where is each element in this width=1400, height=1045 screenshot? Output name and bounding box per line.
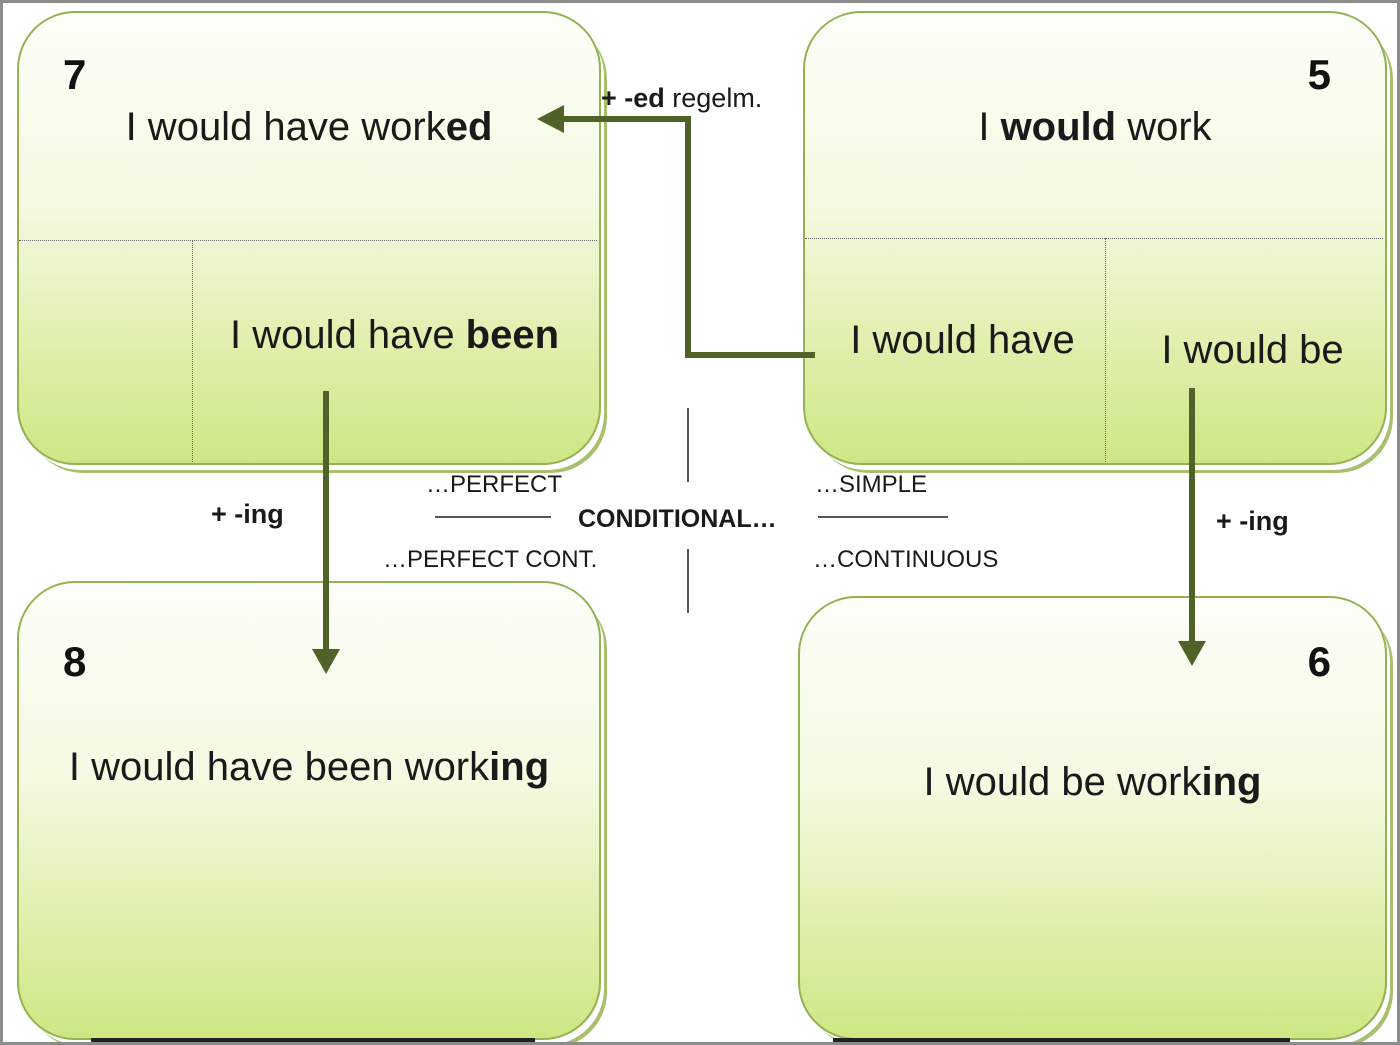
phrase-part-bold: ed: [445, 105, 493, 149]
label-conditional: CONDITIONAL…: [578, 505, 777, 533]
ed-arrow-segment-vertical: [685, 116, 691, 358]
phrase-i-would-work: I would work: [805, 105, 1385, 150]
label-perfect: …PERFECT: [426, 471, 563, 498]
divider-vertical: [1105, 238, 1106, 462]
axis-vertical-bottom: [687, 549, 689, 613]
label-part-bold: + -ed: [601, 83, 665, 113]
axis-horizontal-right: [818, 516, 948, 518]
label-perfect-continuous: …PERFECT CONT.: [383, 546, 598, 573]
box-number-5: 5: [1307, 51, 1331, 98]
phrase-part: I would be work: [923, 760, 1202, 804]
ing-right-arrow-segment: [1189, 388, 1195, 643]
ing-left-arrow-segment: [323, 391, 329, 651]
box-number-7: 7: [63, 51, 87, 98]
phrase-i-would-have-worked: I would have worked: [19, 105, 599, 150]
phrase-i-would-be: I would be: [1161, 328, 1344, 372]
ed-arrow-label: + -ed regelm.: [601, 83, 762, 114]
box-number-6: 6: [1307, 638, 1331, 685]
phrase-part: I would have work: [125, 105, 446, 149]
ed-arrowhead-left-icon: [537, 105, 564, 133]
box-conditional-simple: 5 I would work I would have I would be: [803, 11, 1387, 465]
ed-arrow-segment-upper: [563, 116, 691, 122]
phrase-part: I would have: [229, 313, 466, 357]
phrase-part-bold: ing: [489, 745, 550, 789]
phrase-part-bold: ing: [1201, 760, 1262, 804]
divider-vertical: [192, 240, 193, 462]
phrase-part: I: [978, 105, 1001, 149]
phrase-i-would-have-been: I would have been: [192, 313, 597, 358]
phrase-part-bold: been: [465, 313, 560, 357]
box-conditional-perfect-continuous: 8 I would have been working: [17, 581, 601, 1040]
phrase-i-would-have: I would have: [850, 318, 1075, 362]
axis-vertical-top: [687, 408, 689, 482]
bottom-edge-mark-right: [833, 1038, 1290, 1042]
label-continuous: …CONTINUOUS: [813, 546, 999, 573]
ing-left-arrow-label: + -ing: [211, 499, 284, 529]
bottom-edge-mark-left: [91, 1038, 535, 1042]
label-part: regelm.: [664, 83, 763, 113]
ing-left-arrowhead-down-icon: [312, 649, 340, 674]
ing-right-arrowhead-down-icon: [1178, 641, 1206, 666]
divider-horizontal: [805, 238, 1383, 239]
phrase-i-would-have-been-working: I would have been working: [19, 745, 599, 790]
ing-right-arrow-label: + -ing: [1216, 506, 1289, 536]
box-number-8: 8: [63, 638, 87, 685]
axis-horizontal-left: [435, 516, 551, 518]
phrase-part-bold: would: [1000, 105, 1117, 149]
phrase-i-would-be-working: I would be working: [800, 760, 1385, 805]
ed-arrow-segment-lower: [685, 352, 815, 358]
phrase-part: work: [1116, 105, 1212, 149]
divider-horizontal: [19, 240, 597, 241]
phrase-part: I would have been work: [68, 745, 490, 789]
box-conditional-continuous: 6 I would be working: [798, 596, 1387, 1040]
label-simple: …SIMPLE: [815, 471, 928, 498]
box-conditional-perfect: 7 I would have worked I would have been: [17, 11, 601, 465]
